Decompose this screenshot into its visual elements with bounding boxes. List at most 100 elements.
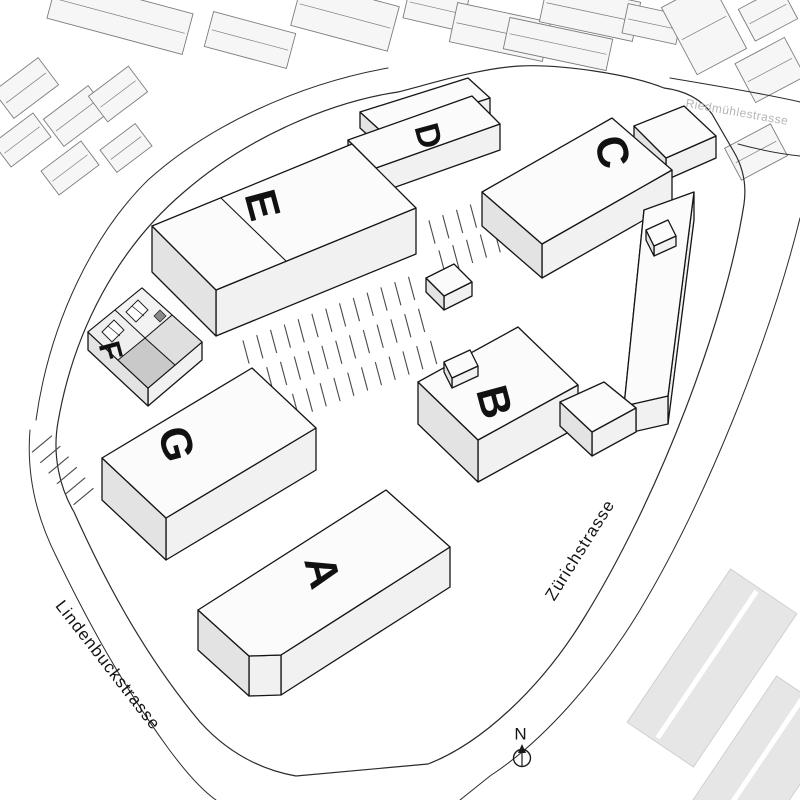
f-dormer	[125, 299, 149, 323]
context-building-far	[626, 568, 798, 768]
context-building	[660, 0, 748, 76]
parking-stall-line	[352, 297, 361, 322]
parking-stall-line	[360, 367, 369, 391]
building-b-roof	[417, 326, 579, 441]
roof-ridge	[627, 18, 677, 30]
road-zuerichstrasse-outer	[459, 217, 800, 800]
roof-ridge	[55, 0, 185, 34]
roof-ridge	[409, 1, 463, 15]
roof-ridge	[546, 2, 634, 22]
parking-stall-line	[279, 361, 288, 386]
context-building	[737, 0, 799, 42]
building-a-side	[248, 654, 282, 697]
parking-stall-line	[321, 345, 329, 370]
building-b-annex	[559, 381, 637, 457]
parking-stall-line	[452, 244, 460, 269]
roof-ridge	[110, 136, 142, 160]
roof-ridge	[52, 154, 88, 182]
roads	[28, 65, 800, 800]
building-f-walls	[87, 287, 203, 407]
parking-stall-line	[333, 377, 341, 402]
parking-stall-line	[39, 445, 61, 464]
building-small-box-roof	[425, 263, 473, 297]
context-building	[734, 36, 800, 104]
building-e-roof-step	[220, 197, 287, 262]
parking-stall-line	[417, 308, 426, 333]
f-chimney	[153, 309, 167, 323]
roof-ridge	[747, 57, 793, 83]
parking-stall-line	[256, 334, 264, 359]
context-building-far	[672, 675, 800, 800]
building-e	[151, 143, 417, 337]
parking-stall-line	[469, 204, 478, 228]
street-label-lindenbuckstrasse: Lindenbuckstrasse	[52, 597, 165, 734]
parking-stall-line	[394, 281, 402, 306]
building-c-wing	[623, 191, 695, 435]
roof-ridge	[5, 72, 47, 104]
parking-stall-line	[31, 435, 53, 453]
building-c-wing-vent	[645, 219, 677, 257]
parking-stall-line	[479, 234, 488, 258]
road-riedmuehlestrasse-upper	[669, 77, 800, 103]
building-g	[101, 367, 317, 561]
parking-stall-line	[311, 313, 319, 338]
roof-ridge	[509, 33, 607, 55]
parking-stall-line	[380, 287, 388, 311]
parking-stall-line	[64, 477, 86, 495]
roof-ridge	[735, 140, 777, 164]
building-c-main	[481, 117, 673, 279]
parking-stall-line	[242, 340, 250, 364]
building-small-box	[425, 263, 473, 311]
f-dormer	[101, 319, 125, 343]
roof-ridge	[211, 29, 289, 51]
roof-gap	[701, 696, 800, 800]
parking-stall-line	[366, 292, 374, 317]
parking-stall-line	[73, 487, 94, 506]
building-b-vent	[443, 349, 479, 389]
parking-stall-line	[319, 383, 327, 407]
context-building	[46, 0, 194, 55]
f-dormer-ridge	[107, 325, 121, 337]
road-riedmuehlestrasse-lower	[737, 143, 800, 157]
parking-stall-line	[338, 303, 347, 327]
roof-ridge	[749, 3, 787, 25]
parking-stall-line	[269, 329, 278, 354]
parking-stall-line	[362, 329, 371, 354]
parking-row	[428, 204, 478, 244]
parking-stall-line	[402, 351, 410, 375]
roof-ridge	[100, 80, 136, 108]
context-building	[203, 11, 297, 69]
parking-stall-line	[347, 372, 355, 396]
parking-stall-line	[374, 361, 383, 386]
context-building	[87, 65, 149, 123]
parking-stall-line	[305, 388, 314, 412]
parking-stall-line	[56, 466, 78, 485]
building-c-annex-roof	[633, 105, 717, 159]
parking-stall-line	[390, 319, 398, 343]
north-compass-icon	[512, 744, 532, 768]
building-c-wing-vent-roof	[645, 219, 677, 247]
context-building	[40, 140, 100, 196]
compass-north-label: N	[514, 725, 527, 744]
roof-ridge	[4, 126, 40, 154]
road-lindenbuckstrasse-outer	[28, 429, 217, 800]
parking-row	[242, 276, 416, 364]
parking-stall-line	[455, 209, 464, 234]
parking-stall-line	[348, 335, 357, 359]
building-e-roof	[151, 143, 417, 291]
parking-stall-line	[465, 239, 474, 264]
building-g-roof	[101, 367, 317, 519]
parking-stall-line	[428, 220, 436, 244]
parking-stall-line	[429, 340, 438, 365]
parking-stall-line	[307, 351, 315, 375]
parking-stall-line	[416, 345, 424, 370]
parking-stall-line	[297, 319, 305, 343]
parking-stall-line	[48, 456, 69, 474]
building-b-vent-roof	[443, 349, 479, 379]
f-dormer-ridge	[131, 305, 145, 317]
context-building	[502, 16, 614, 72]
context-building	[290, 0, 400, 52]
